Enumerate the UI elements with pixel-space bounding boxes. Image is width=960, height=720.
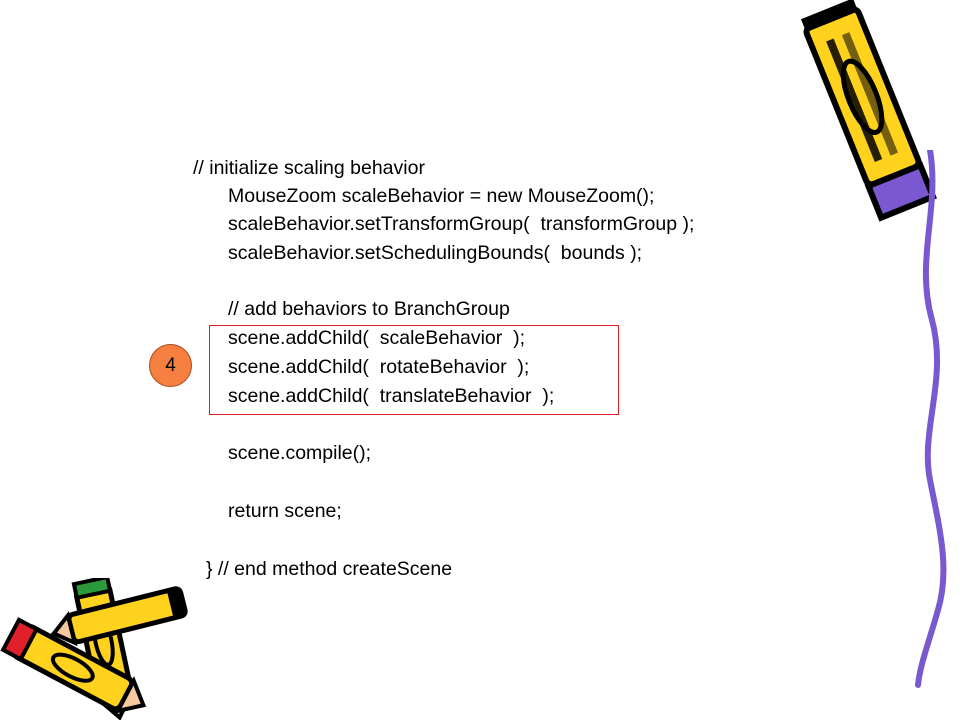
highlight-box xyxy=(209,325,619,415)
code-line: scene.addChild( translateBehavior ); xyxy=(228,385,555,407)
pencil-icon xyxy=(800,0,937,222)
code-line: scaleBehavior.setTransformGroup( transfo… xyxy=(228,213,695,235)
code-line: // add behaviors to BranchGroup xyxy=(228,298,510,320)
code-line: scene.addChild( rotateBehavior ); xyxy=(228,356,530,378)
step-badge: 4 xyxy=(149,344,192,387)
code-line: } // end method createScene xyxy=(206,558,453,580)
code-line: scaleBehavior.setSchedulingBounds( bound… xyxy=(228,242,643,264)
code-line: return scene; xyxy=(228,500,342,522)
scribble-line xyxy=(915,150,947,688)
code-line: scene.addChild( scaleBehavior ); xyxy=(228,327,525,349)
code-line: scene.compile(); xyxy=(228,442,372,464)
pencils-icon xyxy=(0,578,188,720)
code-line: MouseZoom scaleBehavior = new MouseZoom(… xyxy=(228,185,655,207)
step-badge-label: 4 xyxy=(165,354,176,376)
code-line: // initialize scaling behavior xyxy=(193,157,425,179)
